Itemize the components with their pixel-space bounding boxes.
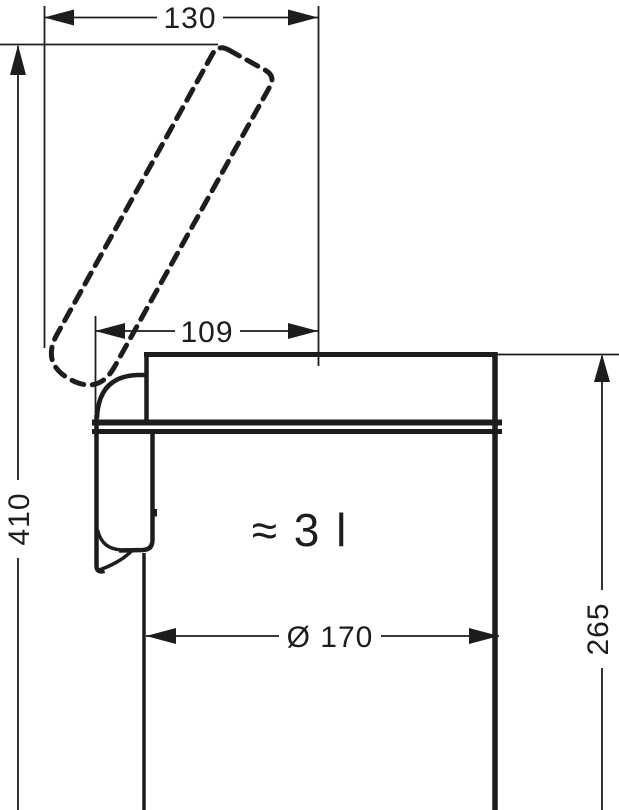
dim-label-265: 265 (582, 602, 615, 655)
arrowhead-left-icon (95, 323, 125, 339)
arrowhead-right-icon (469, 628, 499, 644)
dim-label-130: 130 (163, 2, 216, 35)
arrowhead-right-icon (288, 9, 318, 26)
dimension-265: 265 (582, 354, 615, 810)
extension-lines (0, 6, 619, 415)
open-lid-path (48, 45, 275, 388)
bracket-catch-nub (152, 509, 157, 517)
hinge-cap-arc (94, 372, 146, 419)
bracket-right-edge (118, 434, 155, 553)
arrowhead-right-icon (288, 323, 318, 339)
arrowhead-left-icon (146, 628, 176, 644)
dimension-109: 109 (95, 316, 318, 349)
dimension-diameter-170: Ø 170 (146, 621, 499, 654)
dimension-130: 130 (44, 2, 318, 35)
bracket-gusset-lower (98, 549, 134, 572)
dim-label-diameter: Ø 170 (287, 621, 374, 654)
arrowhead-up-icon (594, 354, 610, 382)
waste-bin-profile (92, 352, 502, 810)
bracket-left-edge (94, 415, 106, 574)
bracket-gusset-upper (95, 529, 122, 552)
arrowhead-up-icon (10, 45, 26, 75)
dimension-410: 410 (3, 45, 36, 810)
dim-label-109: 109 (180, 316, 233, 349)
capacity-label: ≈ 3 l (252, 504, 349, 556)
open-lid-dashed-outline (48, 45, 275, 388)
dim-label-410: 410 (3, 492, 36, 545)
arrowhead-left-icon (44, 9, 74, 26)
